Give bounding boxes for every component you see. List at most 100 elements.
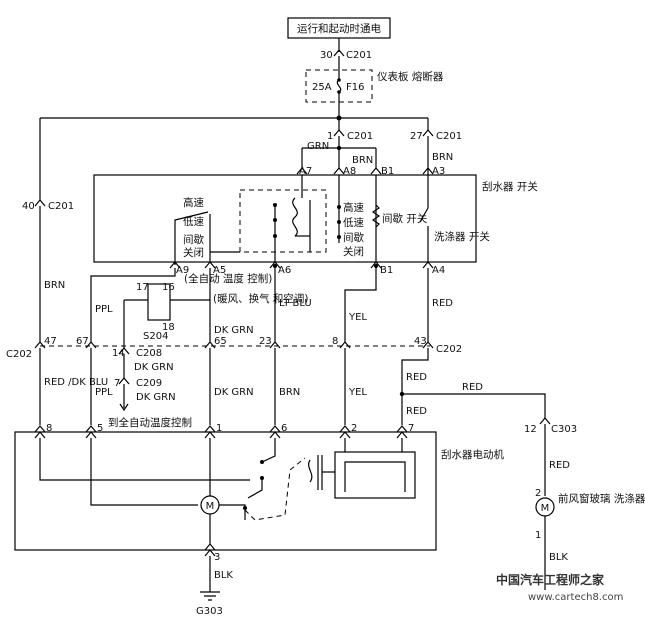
coil-icon (292, 197, 298, 237)
svg-text:RED: RED (462, 382, 483, 393)
splice-s204 (147, 283, 171, 321)
watermark-line1: 中国汽车工程师之家 (496, 572, 605, 587)
svg-text:BRN: BRN (44, 280, 65, 291)
switch-internal (239, 189, 327, 253)
svg-text:A7: A7 (299, 166, 312, 177)
svg-text:1: 1 (535, 530, 541, 541)
svg-text:GRN: GRN (307, 141, 329, 152)
svg-text:A6: A6 (278, 265, 291, 276)
svg-text:PPL: PPL (95, 387, 113, 398)
svg-text:A3: A3 (432, 166, 445, 177)
svg-text:低速: 低速 (183, 215, 204, 228)
svg-text:8: 8 (46, 423, 52, 434)
svg-text:16: 16 (162, 282, 175, 293)
svg-text:RED: RED (549, 460, 570, 471)
svg-text:LT BLU: LT BLU (279, 298, 312, 309)
svg-text:A5: A5 (213, 265, 226, 276)
svg-text:6: 6 (281, 423, 287, 434)
svg-text:S204: S204 (143, 331, 168, 342)
connector-c201-top (333, 49, 345, 57)
svg-text:BLK: BLK (214, 570, 233, 581)
ground-icon (200, 591, 220, 601)
svg-text:7: 7 (114, 378, 120, 389)
svg-text:高速: 高速 (183, 196, 204, 209)
svg-text:间歇: 间歇 (343, 231, 364, 244)
svg-text:43: 43 (414, 336, 427, 347)
svg-text:C201: C201 (436, 131, 462, 142)
svg-text:27: 27 (410, 131, 423, 142)
svg-text:65: 65 (214, 336, 227, 347)
svg-text:23: 23 (259, 336, 272, 347)
svg-text:C202: C202 (6, 349, 32, 360)
selector-arrow (174, 211, 209, 265)
svg-text:RED: RED (406, 372, 427, 383)
svg-text:A4: A4 (432, 265, 445, 276)
svg-text:2: 2 (351, 423, 357, 434)
svg-text:18: 18 (162, 322, 175, 333)
svg-text:C201: C201 (347, 131, 373, 142)
power-label: 运行和起动时通电 (297, 22, 381, 35)
svg-text:BRN: BRN (279, 387, 300, 398)
svg-text:25A: 25A (312, 82, 332, 93)
fuse-desc: 仪表板 熔断器 (377, 70, 444, 83)
wiper-motor-title: 刮水器电动机 (441, 448, 504, 461)
svg-text:M: M (541, 503, 550, 514)
svg-text:B1: B1 (380, 265, 393, 276)
svg-text:C303: C303 (551, 424, 577, 435)
svg-text:到全自动温度控制: 到全自动温度控制 (108, 416, 192, 429)
svg-text:7: 7 (408, 423, 414, 434)
svg-text:A9: A9 (176, 265, 189, 276)
svg-text:DK GRN: DK GRN (214, 325, 254, 336)
svg-text:BRN: BRN (432, 152, 453, 163)
svg-text:PPL: PPL (95, 304, 113, 315)
svg-text:A8: A8 (343, 166, 356, 177)
svg-text:47: 47 (44, 336, 57, 347)
svg-text:G303: G303 (196, 606, 223, 617)
svg-text:(全自动 温度 控制): (全自动 温度 控制) (184, 272, 272, 285)
svg-text:1: 1 (327, 131, 333, 142)
svg-text:YEL: YEL (348, 387, 367, 398)
svg-text:C202: C202 (436, 344, 462, 355)
svg-text:B1: B1 (381, 166, 394, 177)
svg-text:间歇: 间歇 (183, 233, 204, 246)
svg-text:RED: RED (432, 298, 453, 309)
svg-text:2: 2 (535, 488, 541, 499)
relay-coil-icon (308, 459, 313, 483)
svg-text:1: 1 (216, 423, 222, 434)
svg-text:12: 12 (524, 424, 537, 435)
svg-text:间歇 开关: 间歇 开关 (382, 212, 428, 225)
svg-text:前风窗玻璃 洗涤器电动 机: 前风窗玻璃 洗涤器电动 机 (558, 492, 645, 505)
svg-text:3: 3 (214, 552, 220, 563)
svg-text:C209: C209 (136, 378, 162, 389)
watermark-line2: www.cartech8.com (528, 592, 623, 603)
svg-text:BRN: BRN (352, 155, 373, 166)
svg-text:关闭: 关闭 (183, 246, 204, 259)
svg-text:DK GRN: DK GRN (136, 392, 176, 403)
svg-text:8: 8 (332, 336, 338, 347)
svg-text:(暖风、换气 和空调): (暖风、换气 和空调) (213, 292, 309, 305)
svg-text:YEL: YEL (348, 312, 367, 323)
wiper-switch-title: 刮水器 开关 (482, 180, 538, 193)
svg-text:低速: 低速 (343, 216, 364, 229)
svg-text:67: 67 (76, 336, 89, 347)
svg-text:关闭: 关闭 (343, 245, 364, 258)
svg-text:DK GRN: DK GRN (134, 362, 174, 373)
park-cam (334, 451, 416, 499)
svg-text:30: 30 (320, 50, 333, 61)
fuse-icon (336, 79, 342, 93)
svg-text:17: 17 (136, 282, 149, 293)
svg-text:5: 5 (97, 423, 103, 434)
svg-text:F16: F16 (346, 82, 364, 93)
svg-text:C208: C208 (136, 348, 162, 359)
svg-text:高速: 高速 (343, 201, 364, 214)
svg-text:RED: RED (406, 406, 427, 417)
svg-text:14: 14 (112, 348, 125, 359)
svg-text:40: 40 (22, 201, 35, 212)
wiper-switch-box (93, 174, 477, 263)
svg-text:C201: C201 (48, 201, 74, 212)
arrow-down-icon (119, 403, 129, 412)
svg-text:M: M (206, 501, 215, 512)
intermittent-resistor-icon (371, 204, 381, 228)
svg-text:RED /DK BLU: RED /DK BLU (44, 377, 108, 388)
